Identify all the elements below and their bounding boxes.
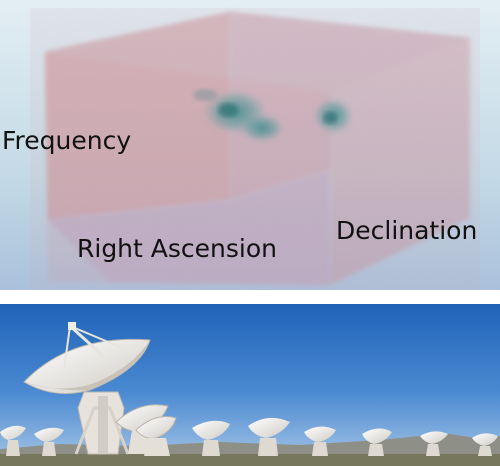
data-cube-panel: Frequency Right Ascension Declination	[0, 0, 500, 290]
small-dish-4	[248, 417, 290, 456]
dish-row	[0, 417, 498, 456]
mid-dish-2	[135, 416, 177, 456]
volume-noise	[30, 8, 480, 290]
small-dish-1	[0, 425, 26, 456]
panel-separator	[0, 290, 500, 304]
data-cube-graphic	[0, 0, 500, 290]
small-dish-3	[192, 420, 230, 456]
small-dish-5	[304, 426, 336, 456]
small-dish-8	[472, 433, 498, 456]
large-dish	[23, 322, 151, 455]
small-dish-6	[362, 428, 392, 456]
emission-regions	[193, 89, 353, 142]
small-dish-2	[34, 427, 64, 456]
small-dish-7	[420, 431, 448, 456]
telescope-array-photo	[0, 304, 500, 466]
telescope-array-graphic	[0, 304, 500, 466]
axis-label-right-ascension: Right Ascension	[77, 234, 277, 263]
ground	[0, 454, 500, 466]
axis-label-frequency: Frequency	[2, 126, 132, 155]
axis-label-declination: Declination	[336, 216, 478, 245]
